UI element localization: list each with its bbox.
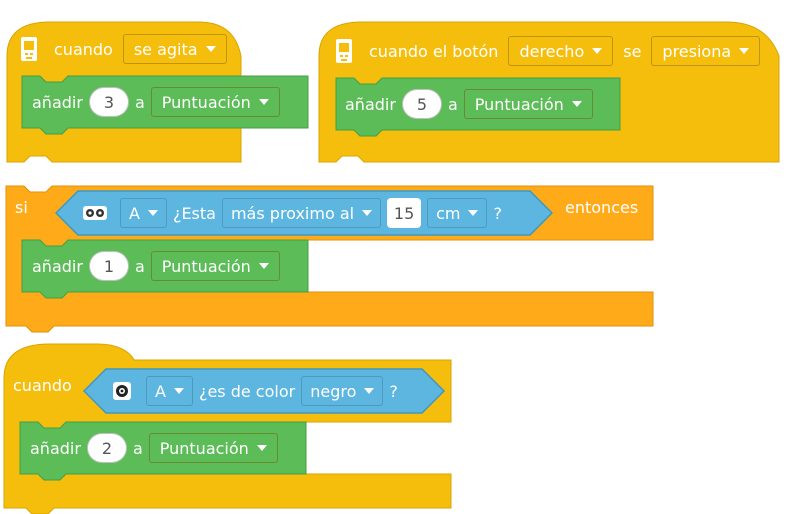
chevron-down-icon [364, 388, 375, 394]
chevron-down-icon [173, 388, 184, 394]
trigger-dropdown[interactable]: se agita [122, 34, 227, 64]
chevron-down-icon [571, 101, 582, 107]
prep-label: a [134, 92, 145, 112]
question-mark: ? [493, 203, 502, 223]
when-button-label: cuando el botón [369, 41, 499, 61]
distance-value-input[interactable]: 15 [387, 198, 422, 228]
variable-dropdown[interactable]: Puntuación [150, 87, 280, 117]
add-to-variable-block[interactable]: añadir 2 a Puntuación [30, 433, 278, 463]
value-input[interactable]: 1 [88, 251, 129, 281]
color-sensor-icon [112, 381, 132, 401]
port-dropdown[interactable]: A [120, 198, 167, 228]
prep-label: a [447, 94, 458, 114]
add-label: añadir [32, 256, 83, 276]
variable-dropdown-value: Puntuación [161, 92, 251, 112]
prep-label: a [134, 256, 145, 276]
color-dropdown-value: negro [310, 381, 357, 401]
question-mark: ? [389, 381, 398, 401]
add-to-variable-block[interactable]: añadir 1 a Puntuación [32, 251, 280, 281]
port-dropdown-value: A [129, 203, 140, 223]
variable-dropdown[interactable]: Puntuación [148, 433, 278, 463]
button-dropdown-value: derecho [519, 41, 585, 61]
chevron-down-icon [739, 48, 750, 54]
distance-sensor-icon [82, 205, 108, 221]
add-label: añadir [32, 92, 83, 112]
value-input[interactable]: 3 [88, 87, 129, 117]
then-label: entonces [565, 198, 639, 217]
comparison-dropdown-value: más proximo al [230, 203, 355, 223]
button-dropdown[interactable]: derecho [508, 36, 614, 66]
chevron-down-icon [147, 210, 158, 216]
port-dropdown-value: A [155, 381, 166, 401]
add-label: añadir [345, 94, 396, 114]
add-to-variable-block[interactable]: añadir 5 a Puntuación [345, 89, 593, 119]
value-input[interactable]: 2 [86, 433, 127, 463]
variable-dropdown-value: Puntuación [159, 438, 249, 458]
question-label: ¿es de color [198, 381, 296, 401]
when-label: cuando [54, 39, 113, 59]
prep-label: a [132, 438, 143, 458]
unit-dropdown-value: cm [436, 203, 461, 223]
chevron-down-icon [256, 445, 267, 451]
state-dropdown[interactable]: presiona [651, 36, 761, 66]
variable-dropdown-value: Puntuación [474, 94, 564, 114]
add-label: añadir [30, 438, 81, 458]
if-label: si [15, 198, 28, 217]
trigger-dropdown-value: se agita [133, 39, 198, 59]
chevron-down-icon [258, 263, 269, 269]
se-label: se [623, 41, 642, 61]
color-condition[interactable]: A ¿es de color negro ? [112, 376, 398, 406]
port-dropdown[interactable]: A [146, 376, 193, 406]
variable-dropdown-value: Puntuación [161, 256, 251, 276]
chevron-down-icon [468, 210, 479, 216]
value-input[interactable]: 5 [401, 89, 442, 119]
hub-icon [20, 36, 38, 62]
comparison-dropdown[interactable]: más proximo al [221, 198, 382, 228]
chevron-down-icon [258, 99, 269, 105]
when-label: cuando [13, 376, 72, 395]
question-label: ¿Esta [172, 203, 216, 223]
chevron-down-icon [205, 46, 216, 52]
chevron-down-icon [362, 210, 373, 216]
hub-icon [335, 38, 353, 64]
state-dropdown-value: presiona [662, 41, 732, 61]
color-dropdown[interactable]: negro [301, 376, 384, 406]
unit-dropdown[interactable]: cm [427, 198, 488, 228]
add-to-variable-block[interactable]: añadir 3 a Puntuación [32, 87, 280, 117]
distance-condition[interactable]: A ¿Esta más proximo al 15 cm ? [82, 198, 502, 228]
variable-dropdown[interactable]: Puntuación [463, 89, 593, 119]
chevron-down-icon [592, 48, 603, 54]
variable-dropdown[interactable]: Puntuación [150, 251, 280, 281]
